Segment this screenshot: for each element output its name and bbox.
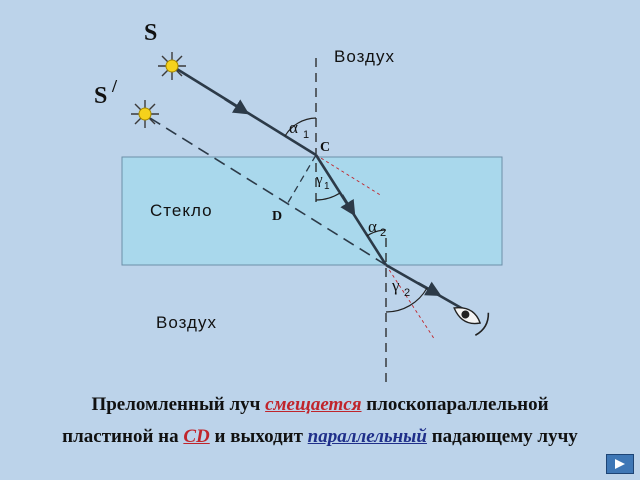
next-slide-button[interactable] [606,454,634,474]
label-s-prime: S [94,83,107,109]
label-glass: Стекло [150,201,213,220]
refracted-ray-arrow [340,194,356,217]
label-prime-mark: / [111,76,118,96]
label-gamma2: γ [391,276,400,295]
label-point-d: D [272,209,282,224]
light-source-s-icon [158,52,186,80]
observer-eye-icon [453,307,490,336]
shifted-ray-dashed [149,117,387,266]
caption-line2-post: падающему лучу [426,426,578,447]
glass-plate [121,156,503,266]
light-source-s-prime-icon [131,100,159,128]
label-gamma2-sub: 2 [404,287,410,299]
label-air-top: Воздух [334,47,395,66]
caption-line2-mid: и выходит [209,426,308,447]
label-s: S [144,20,157,46]
caption-line-1: Преломленный луч смещается плоскопаралле… [0,394,640,416]
caption-line2-pre: пластиной на [62,426,184,447]
label-gamma1: γ [315,172,323,188]
angle-arc-gamma2 [385,287,428,313]
caption-highlight-parallel: параллельный [307,426,427,447]
incident-extension-red [315,154,383,197]
label-point-c: C [320,140,330,155]
caption-highlight-shifts: смещается [265,394,362,415]
angle-arc-alpha1 [284,117,317,137]
label-gamma1-sub: 1 [324,181,330,192]
label-alpha2-sub: 2 [380,227,386,239]
label-alpha1: α [289,118,298,137]
caption-line1-post: плоскопараллельной [361,394,549,415]
label-air-bottom: Воздух [156,313,217,332]
caption-line1-pre: Преломленный луч [91,394,266,415]
caption-highlight-cd: CD [183,426,210,447]
refracted-extension-red [385,264,436,341]
label-alpha1-sub: 1 [303,129,309,141]
angle-arc-alpha2 [366,229,387,237]
incident-ray-arrow [224,97,250,115]
angle-arc-gamma1 [315,192,341,201]
label-alpha2: α [368,217,377,236]
caption-line-2: пластиной на CD и выходит параллельный п… [0,426,640,448]
segment-cd [285,154,317,207]
